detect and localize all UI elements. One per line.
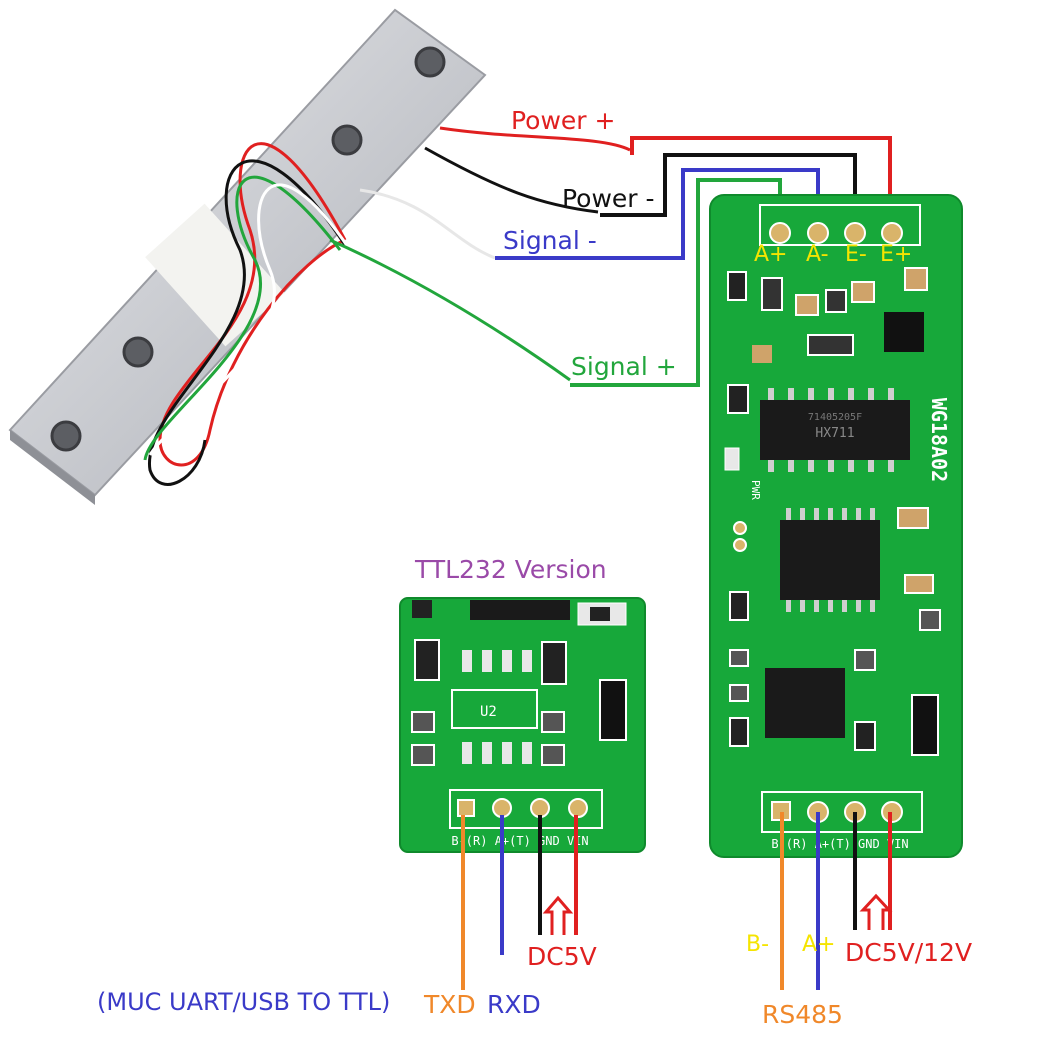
dc5v-label: DC5V: [527, 942, 597, 971]
terminal-a-minus: [807, 222, 829, 244]
hx711-chip-code: 71405205F: [808, 412, 862, 423]
hx711-chip: [760, 400, 910, 460]
black-wire-top: [600, 153, 857, 230]
dc5v12v-label: DC5V/12V: [845, 938, 973, 967]
power-minus-lead: [424, 146, 599, 214]
rs485-board: HX711 71405205F WG18A02 PWR: [709, 194, 963, 858]
rs485-chip: [765, 668, 845, 738]
ttl-terminal-a: [492, 798, 512, 818]
terminal-e-plus: [881, 222, 903, 244]
u2-label: U2: [480, 704, 497, 720]
power-minus-label: Power -: [562, 184, 655, 213]
power-plus-lead: [439, 126, 631, 152]
pin-label-a-minus: A-: [806, 242, 829, 267]
mount-hole: [50, 420, 82, 452]
b-minus-label: B-: [746, 932, 770, 957]
board-model: WG18A02: [927, 398, 951, 482]
bottom-pin-labels: B-(R) A+(T) GND VIN: [771, 837, 908, 851]
terminal-e-minus: [844, 222, 866, 244]
signal-plus-label: Signal +: [571, 352, 677, 381]
mount-hole: [331, 124, 363, 156]
rs485-power-arrow: [859, 893, 893, 930]
txd-label: TXD: [424, 990, 476, 1019]
blue-wire-top: [495, 168, 820, 260]
pin-label-a-plus: A+: [754, 242, 788, 267]
rxd-label: RXD: [487, 990, 541, 1019]
red-wire-top: [630, 136, 892, 230]
mount-hole: [414, 46, 446, 78]
power-plus-label: Power +: [511, 106, 616, 135]
mount-hole: [122, 336, 154, 368]
hx711-chip-label: HX711: [815, 426, 854, 441]
ttl232-board: U2 B-(R) A+(T) GND VIN: [399, 597, 646, 853]
ttl-power-arrow: [542, 895, 574, 935]
signal-plus-lead: [329, 238, 571, 382]
svg-text:PWR: PWR: [749, 480, 762, 500]
pin-label-e-plus: E+: [880, 242, 913, 267]
ttl-bottom-pin-labels: B-(R) A+(T) GND VIN: [451, 834, 588, 848]
pin-label-e-minus: E-: [845, 242, 867, 267]
ttl-terminal-vin: [568, 798, 588, 818]
mcu-label: (MUC UART/USB TO TTL): [97, 988, 391, 1016]
signal-minus-lead: [359, 188, 496, 260]
a-plus-label: A+: [802, 932, 836, 957]
second-chip: [780, 520, 880, 600]
ttl-terminal-gnd: [530, 798, 550, 818]
terminal-a-plus: [769, 222, 791, 244]
rs485-label: RS485: [762, 1000, 843, 1029]
ttl-version-title: TTL232 Version: [415, 555, 607, 584]
load-cell: [8, 8, 487, 505]
signal-minus-label: Signal -: [503, 226, 597, 255]
